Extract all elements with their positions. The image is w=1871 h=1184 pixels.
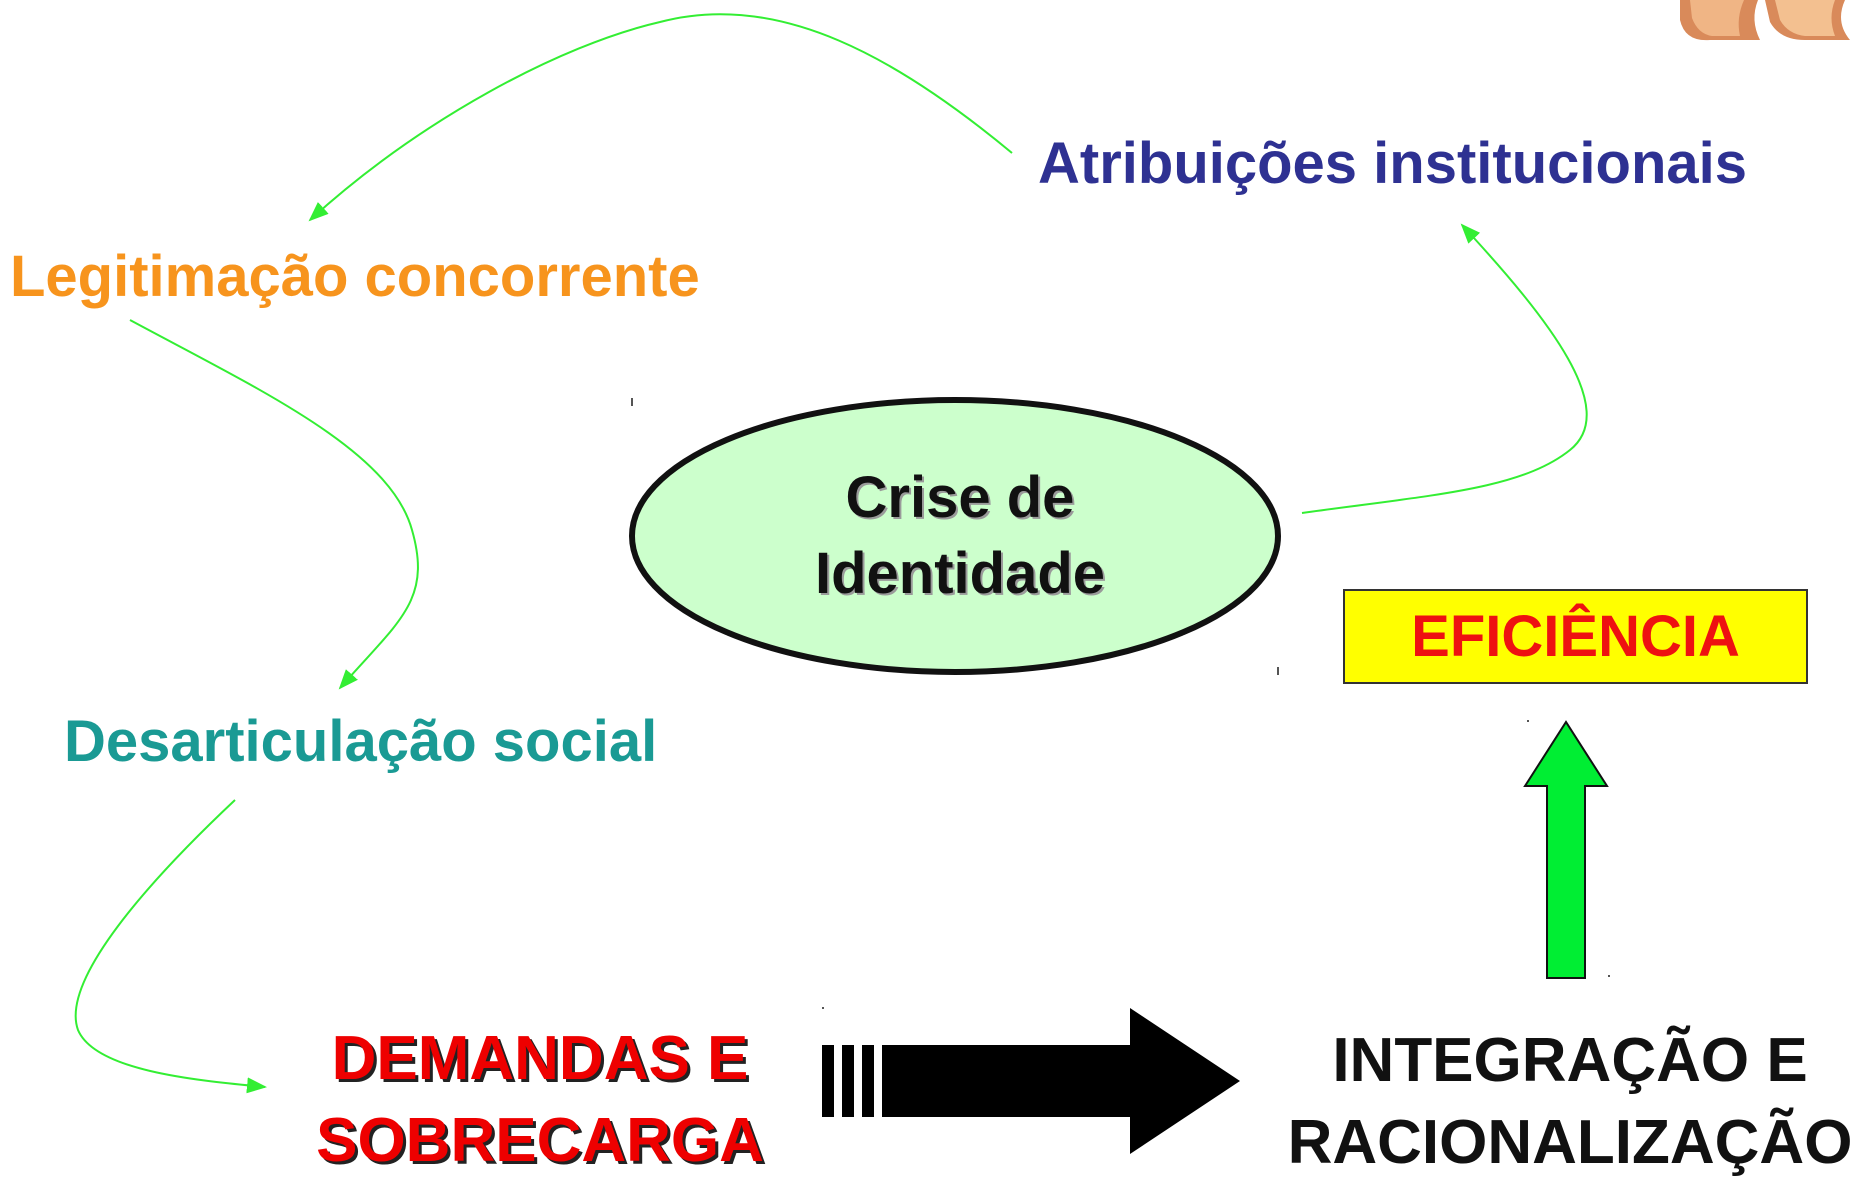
atribuicoes-label: Atribuições institucionais	[1038, 131, 1747, 196]
crise-line2: Identidade	[814, 541, 1106, 606]
up-arrow	[1523, 720, 1609, 979]
eficiencia-label: EFICIÊNCIA	[1411, 604, 1740, 669]
legitimacao-label: Legitimação concorrente	[10, 244, 700, 309]
cycle-arrow-crise-to-atribuicoes	[1301, 223, 1588, 514]
demandas-line2: SOBRECARGA	[316, 1106, 764, 1175]
crise-line1: Crise de	[845, 465, 1075, 530]
integracao-line1: INTEGRAÇÃO E	[1332, 1026, 1808, 1095]
eficiencia-box: EFICIÊNCIA	[1343, 589, 1808, 684]
cycle-arrow-legitimacao-to-desarticulacao	[129, 319, 419, 690]
demandas-line1: DEMANDAS E	[331, 1024, 749, 1093]
corner-photo-fragment	[1680, 0, 1850, 41]
crise-label: Crise de Identidade	[690, 460, 1230, 612]
cycle-arrow-desarticulacao-to-demandas	[74, 799, 267, 1094]
desarticulacao-label: Desarticulação social	[64, 709, 658, 774]
big-arrow	[822, 1008, 1240, 1154]
artifact-marks	[631, 398, 1610, 1009]
demandas-label: DEMANDAS E SOBRECARGA	[290, 1018, 790, 1182]
integracao-line2: RACIONALIZAÇÃO	[1287, 1108, 1853, 1177]
cycle-arrow-atribuicoes-to-legitimacao	[308, 13, 1013, 222]
integracao-label: INTEGRAÇÃO E RACIONALIZAÇÃO	[1280, 1020, 1860, 1184]
crise-ellipse	[629, 397, 1281, 675]
